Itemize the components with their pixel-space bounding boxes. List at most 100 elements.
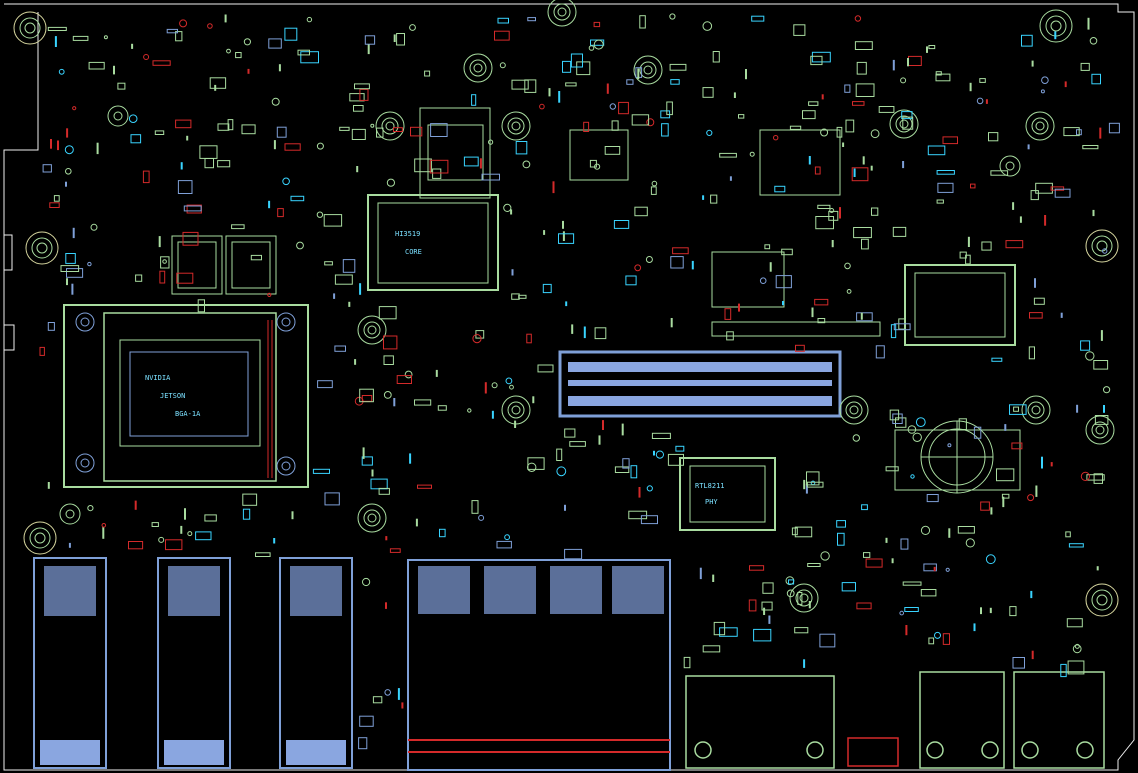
smd-pad	[556, 448, 563, 462]
smd-pad	[628, 510, 648, 520]
via	[143, 54, 150, 60]
smd-pad	[748, 599, 757, 612]
smd-pad	[613, 220, 630, 229]
via	[634, 264, 642, 272]
via	[386, 178, 395, 187]
quad-sfp-block	[407, 559, 671, 771]
smd-pad	[630, 465, 638, 479]
via	[58, 68, 65, 75]
via	[910, 474, 915, 479]
smd-pad	[810, 55, 823, 66]
smd-pad	[471, 500, 479, 514]
mounting-hole	[633, 55, 663, 85]
pin-mark	[1034, 278, 1036, 288]
pin-mark	[1060, 312, 1063, 318]
via	[651, 180, 658, 187]
pin-mark	[113, 65, 115, 75]
smd-pad	[1028, 346, 1036, 360]
smd-pad	[1082, 145, 1099, 150]
mounting-hole	[1025, 111, 1055, 141]
via	[370, 123, 375, 128]
via	[101, 523, 107, 528]
pin-mark	[356, 166, 359, 173]
smd-pad	[920, 589, 937, 597]
via	[786, 589, 795, 598]
smd-pad	[852, 101, 865, 106]
via	[467, 408, 472, 413]
via	[846, 289, 852, 294]
smd-pad	[154, 130, 165, 135]
pin-mark	[768, 615, 771, 624]
smd-pad	[793, 24, 806, 36]
via	[539, 103, 545, 110]
pin-mark	[621, 423, 624, 436]
via	[271, 97, 280, 106]
smd-pad	[675, 445, 685, 452]
smd-pad	[902, 581, 922, 586]
smd-pad	[702, 645, 721, 653]
smd-pad	[753, 628, 772, 642]
mounting-hole	[59, 503, 81, 525]
smd-pad	[354, 83, 370, 90]
via	[609, 103, 616, 110]
smd-pad	[424, 70, 431, 77]
smd-pad	[1065, 531, 1071, 538]
smd-pad	[855, 83, 875, 98]
smd-pad	[565, 82, 577, 87]
via	[472, 334, 482, 344]
via	[702, 21, 713, 31]
pin-mark	[409, 453, 412, 464]
smd-pad	[511, 293, 520, 300]
mounting-hole	[1085, 583, 1119, 617]
smd-pad	[324, 492, 340, 506]
pin-mark	[134, 500, 137, 510]
smd-pad	[814, 298, 829, 306]
smd-pad	[724, 308, 732, 320]
pin-mark	[821, 94, 824, 100]
via	[556, 466, 567, 477]
pin-mark	[1087, 17, 1090, 30]
smd-pad	[926, 494, 939, 503]
via	[645, 256, 653, 263]
pin-mark	[1099, 127, 1102, 139]
cpu-marking-3: BGA-1A	[175, 410, 201, 418]
pin-mark	[1092, 209, 1095, 217]
smd-pad	[651, 432, 671, 439]
pin-mark	[1027, 144, 1030, 150]
pin-mark	[745, 69, 747, 80]
pin-mark	[291, 511, 294, 520]
via	[655, 450, 665, 459]
pin-mark	[989, 607, 992, 614]
via	[207, 23, 213, 29]
smd-pad	[1009, 404, 1027, 415]
pin-mark	[71, 283, 74, 295]
smd-pad	[702, 87, 714, 98]
smd-pad	[815, 216, 834, 230]
pin-mark	[393, 398, 396, 407]
smd-pad	[389, 548, 401, 553]
smd-pad	[593, 21, 601, 28]
smd-pad	[1066, 618, 1083, 628]
via	[934, 631, 941, 639]
via	[87, 261, 92, 267]
smd-pad	[151, 522, 159, 527]
smd-pad	[726, 331, 734, 341]
smd-pad	[359, 715, 374, 727]
smd-pad	[942, 136, 958, 145]
smd-pad	[794, 627, 809, 634]
via	[65, 168, 72, 175]
smd-pad	[570, 53, 584, 68]
smd-pad	[1030, 190, 1039, 201]
pin-mark	[606, 83, 609, 94]
smd-pad	[414, 158, 432, 173]
via	[504, 534, 511, 541]
smd-pad	[361, 456, 373, 466]
smd-pad	[358, 737, 368, 750]
smd-pad	[923, 563, 937, 572]
via	[103, 35, 108, 40]
smd-pad	[376, 127, 384, 138]
pin-mark	[348, 301, 351, 307]
smd-pad	[342, 259, 356, 273]
via	[852, 434, 860, 442]
smd-pad	[432, 168, 442, 179]
